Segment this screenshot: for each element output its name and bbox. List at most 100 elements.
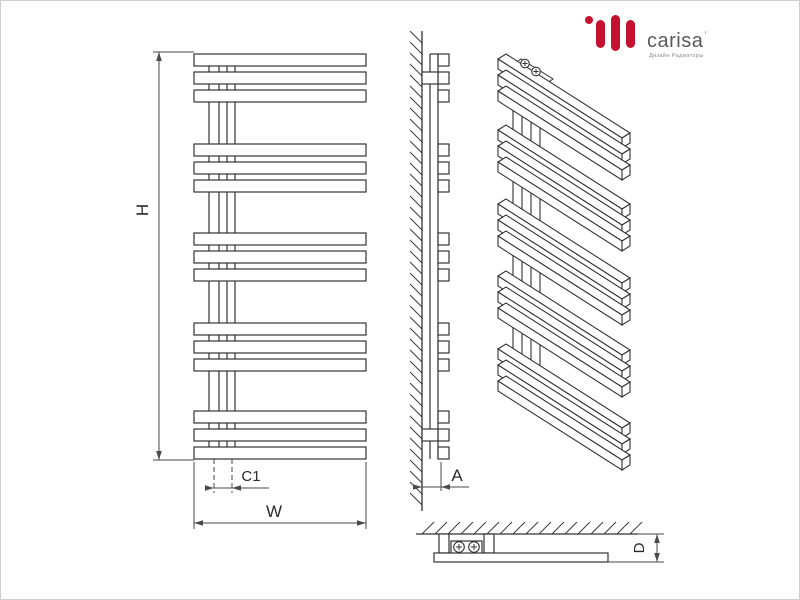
wall-hatch-line — [564, 521, 578, 535]
wall-hatch-line — [409, 52, 423, 66]
wall-hatch-line — [409, 228, 423, 242]
side-view-dimensions — [413, 462, 469, 491]
wall-hatch-line — [409, 415, 423, 429]
wall-hatch-line — [409, 129, 423, 143]
isometric-view — [496, 53, 632, 472]
bar-section — [437, 232, 450, 246]
wall-hatch-line — [577, 521, 591, 535]
dimension-arrow — [357, 520, 366, 526]
wall-hatch-line — [409, 404, 423, 418]
radiator-bar — [193, 250, 367, 264]
wall-hatch-line — [512, 521, 526, 535]
wall-hatch-line — [409, 283, 423, 297]
wall-hatch-line — [486, 521, 500, 535]
wall-hatch-line — [409, 217, 423, 231]
wall-hatch-line — [409, 272, 423, 286]
wall-hatch-line — [409, 305, 423, 319]
top-view-dimensions — [608, 533, 664, 563]
bar-section — [437, 71, 450, 85]
radiator-bar — [193, 340, 367, 354]
radiator-bar — [193, 179, 367, 193]
wall-hatch-line — [409, 30, 423, 44]
wall-hatch-line — [409, 206, 423, 220]
wall-hatch-line — [434, 521, 448, 535]
iso-bar-end — [621, 381, 631, 398]
wall-hatch-line — [409, 41, 423, 55]
radiator-bar — [193, 89, 367, 103]
bar-section — [437, 179, 450, 193]
radiator-bar — [193, 410, 367, 424]
dimension-arrow — [654, 534, 660, 543]
side-view — [409, 30, 450, 511]
wall-hatch-line — [409, 107, 423, 121]
radiator-bar — [193, 232, 367, 246]
iso-bar-end — [621, 309, 631, 326]
wall-hatch-line — [409, 195, 423, 209]
iso-bar-end — [621, 235, 631, 252]
wall-hatch-line — [409, 492, 423, 506]
wall-hatch-line — [409, 184, 423, 198]
bar-section — [437, 53, 450, 67]
wall-hatch-line — [409, 261, 423, 275]
bar-section — [437, 428, 450, 442]
dimension-arrow — [654, 553, 660, 562]
logo-bar-icon — [626, 20, 635, 48]
radiator-bar — [193, 143, 367, 157]
dimension-label-width: W — [266, 502, 282, 521]
logo-bar-icon — [611, 15, 620, 51]
wall-hatch-line — [409, 85, 423, 99]
wall-hatch-line — [409, 448, 423, 462]
dimension-arrow — [441, 484, 450, 490]
bar-section — [437, 340, 450, 354]
dimension-label-wall-distance: A — [451, 466, 463, 485]
bar-section — [437, 250, 450, 264]
dimension-arrow — [413, 484, 422, 490]
dimension-arrow — [205, 485, 214, 491]
wall-hatch-line — [409, 239, 423, 253]
dimension-arrow — [232, 485, 241, 491]
wall-hatch-line — [409, 140, 423, 154]
wall-hatch-line — [409, 162, 423, 176]
wall-hatch-line — [590, 521, 604, 535]
radiator-bar-top — [433, 552, 609, 563]
wall-hatch-line — [525, 521, 539, 535]
wall-hatch-line — [473, 521, 487, 535]
wall-hatch-line — [409, 360, 423, 374]
wall-hatch-line — [409, 316, 423, 330]
wall-bracket — [438, 533, 450, 554]
wall-hatch-line — [409, 470, 423, 484]
wall-hatch-line — [409, 437, 423, 451]
logo-dot-icon — [585, 16, 593, 24]
wall-hatch-line — [409, 294, 423, 308]
bar-section — [437, 89, 450, 103]
logo-bar-icon — [596, 20, 605, 48]
wall-hatch-line — [409, 459, 423, 473]
wall-hatch-line — [616, 521, 630, 535]
front-view — [193, 53, 367, 460]
radiator-bar — [193, 268, 367, 282]
wall-hatch-line — [409, 327, 423, 341]
wall-hatch-line — [460, 521, 474, 535]
iso-bar-end — [621, 454, 631, 471]
brand-tagline: Дизайн Радиаторы — [649, 52, 704, 59]
brand-name-text: carisa — [647, 30, 704, 52]
wall-hatch-line — [409, 338, 423, 352]
wall-hatch-line — [499, 521, 513, 535]
wall-hatch-line — [409, 74, 423, 88]
radiator-bar — [193, 428, 367, 442]
bar-section — [437, 358, 450, 372]
logo-text-block: carisa’ Дизайн Радиаторы — [647, 31, 707, 59]
wall-hatch-line — [603, 521, 617, 535]
dimension-label-depth: D — [631, 542, 648, 553]
radiator-bar — [193, 161, 367, 175]
wall-hatch-line — [447, 521, 461, 535]
wall-bracket — [483, 533, 495, 554]
bar-section — [437, 446, 450, 460]
bar-section — [437, 410, 450, 424]
dimension-label-height: H — [133, 204, 152, 216]
bar-section — [437, 268, 450, 282]
dimension-label-center-spacing: C1 — [241, 468, 260, 485]
wall-hatch-line — [409, 96, 423, 110]
radiator-bar — [193, 322, 367, 336]
